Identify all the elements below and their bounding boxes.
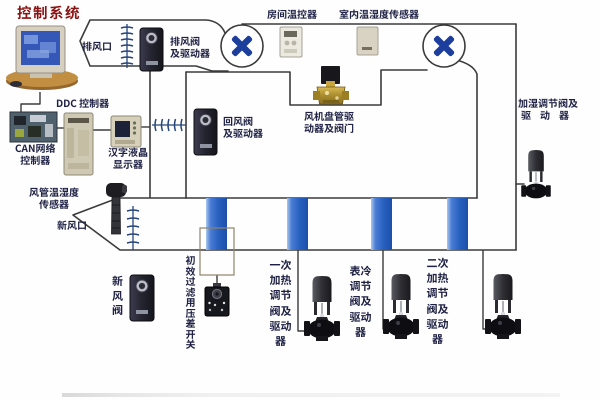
preheat-coil-bar [287,198,308,250]
lcd-display-device [110,115,142,148]
exhaust-fan [220,24,264,68]
indoor-sensor-device [356,26,379,56]
pressure-switch-device [204,283,230,317]
scan-artifact [62,393,560,397]
fresh-air-damper-actuator [129,274,155,322]
fan-blades-icon [231,35,253,57]
return-damper-actuator [193,108,218,156]
exhaust-damper-symbol [120,24,134,68]
humidifier-valve-device [521,150,551,199]
coil-bars [206,198,468,250]
label-ddc-controller: DDC 控制器 [56,95,110,110]
duct-sensor-device [106,183,127,235]
reheat-coil-bar [447,198,468,250]
fresh-air-damper-symbol [126,206,140,250]
valve4-connector [482,250,491,330]
label-exhaust-damper: 排风阀及驱动器 [170,33,210,60]
filter-box [199,227,235,276]
label-cooling-valve: 表冷调节阀及驱动器 [349,263,372,340]
label-filter-pressure-switch: 初效过滤用压差开关 [185,252,196,351]
valve2-connector [297,250,309,332]
control-pc [6,25,78,90]
label-secondary-heating-valve: 二次加热调节阀及驱动器 [426,255,449,348]
label-can-network-controller: CAN网络控制器 [15,140,56,167]
valve3-connector [382,250,391,330]
return-damper-symbol [152,118,186,132]
return-riser-lines [149,65,187,199]
label-lcd-display: 汉字液晶显示器 [108,144,148,171]
label-fresh-air-outlet: 新风口 [57,217,87,232]
label-return-damper: 回风阀及驱动器 [223,113,263,140]
ddc-controller-device [63,112,94,176]
cooling-valve-device [383,273,419,339]
page-title: 控制系统 [17,2,81,23]
filter-coil-bar [206,198,227,250]
label-room-thermostat: 房间温控器 [267,6,317,21]
secondary-heating-valve-device [485,273,521,339]
ahu-right-edge [455,59,478,199]
duct-lines [72,19,525,251]
label-exhaust-outlet: 排风口 [82,38,112,53]
pc-to-can-line [20,92,41,112]
label-indoor-sensor: 室内温湿度传感器 [339,6,419,21]
exhaust-damper-actuator [139,27,164,72]
label-fresh-air-damper: 新风阀 [112,273,123,319]
label-humidifier-valve: 加湿调节阀及驱动器 [518,95,578,122]
label-primary-heating-valve: 一次加热调节阀及驱动器 [269,257,292,350]
fan-blades-icon [433,35,455,57]
ahu-top-edge [185,69,428,106]
label-fan-coil-valve: 风机盘管驱动器及阀门 [304,108,354,135]
cooling-coil-bar [371,198,392,250]
supply-fan [422,24,466,68]
room-thermostat-device [279,26,303,58]
primary-heating-valve-device [304,275,340,341]
label-duct-sensor: 风管温湿度传感器 [29,184,79,211]
fan-coil-valve-device [313,66,349,105]
can-network-board [9,111,58,143]
